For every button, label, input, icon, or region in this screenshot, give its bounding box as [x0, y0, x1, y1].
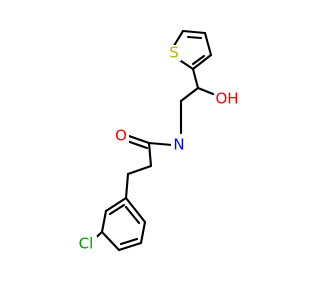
bond-ch2-aryl	[124, 172, 130, 200]
bond-carbonyl-ch2	[147, 141, 153, 168]
bond-ar-c5-c6	[139, 220, 147, 245]
bond-co-double-2	[125, 139, 149, 150]
molecule-diagram: S OH N O Cl	[75, 29, 239, 253]
bond-ar-inner-2	[119, 237, 139, 246]
hydroxyethyl-linker	[179, 67, 215, 135]
bond-c3-c2-inner	[191, 54, 206, 66]
bond-ar-c4-c5	[117, 241, 143, 252]
propanamide-chain	[124, 134, 174, 200]
sulfur-atom: S	[169, 44, 179, 62]
carbonyl-oxygen: O	[115, 127, 127, 145]
hydroxyl-group: OH	[215, 90, 238, 108]
bond-c4-c3	[203, 31, 213, 57]
structure-canvas: S OH N O Cl	[75, 29, 239, 253]
bond-co-double-1	[127, 134, 151, 145]
bond-ar-c6-c1	[124, 196, 147, 224]
amide-nitrogen: N	[173, 136, 184, 154]
bond-c5-c4	[181, 29, 207, 35]
bond-c2-choh	[191, 67, 200, 90]
thiophene-ring	[170, 29, 213, 71]
bond-ar-inner-1	[108, 203, 126, 216]
bond-ch2-ch2	[126, 164, 153, 176]
atom-labels: S OH N O Cl	[75, 44, 239, 253]
bond-n-carbonyl	[147, 141, 174, 147]
bond-ar-c1-c2	[104, 196, 128, 213]
chlorophenyl-ring	[88, 196, 147, 252]
bond-c5-c4-inner	[186, 35, 203, 40]
bond-choh-oh	[196, 86, 215, 96]
bond-ar-inner-3	[124, 205, 141, 225]
bond-c3-c2	[191, 53, 213, 71]
bond-choh-ch2	[179, 86, 200, 103]
bond-ar-c3-c4	[100, 230, 121, 252]
bond-ar-c2-c3	[100, 209, 108, 234]
chlorine-atom: Cl	[79, 235, 94, 253]
